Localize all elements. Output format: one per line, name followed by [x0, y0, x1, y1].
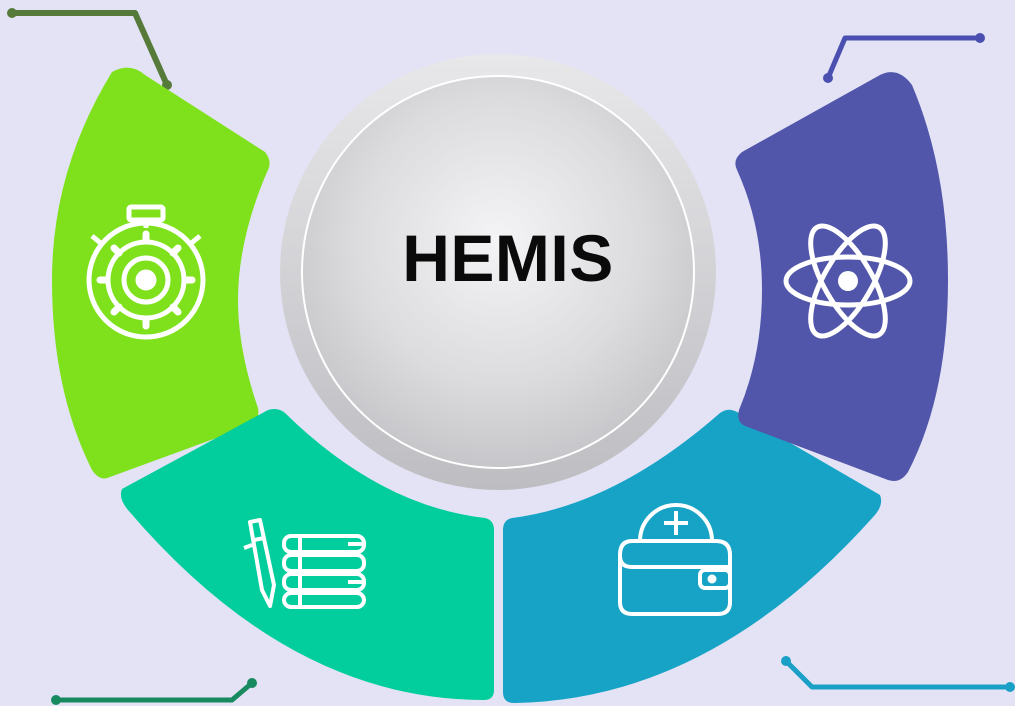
hub-disc	[301, 75, 695, 469]
segment-bottom-right	[503, 409, 882, 703]
connector-bottom-left	[51, 678, 257, 705]
pen-and-books-icon	[243, 518, 366, 609]
center-title: HEMIS	[402, 221, 614, 295]
segment-top-left	[52, 67, 270, 479]
stopwatch-gear-icon	[86, 204, 206, 340]
connector-top-right	[823, 33, 985, 83]
atom-icon	[783, 223, 913, 339]
wallet-add-coin-icon	[618, 503, 732, 616]
connector-bottom-right	[781, 656, 1015, 692]
connector-top-left	[7, 8, 172, 90]
